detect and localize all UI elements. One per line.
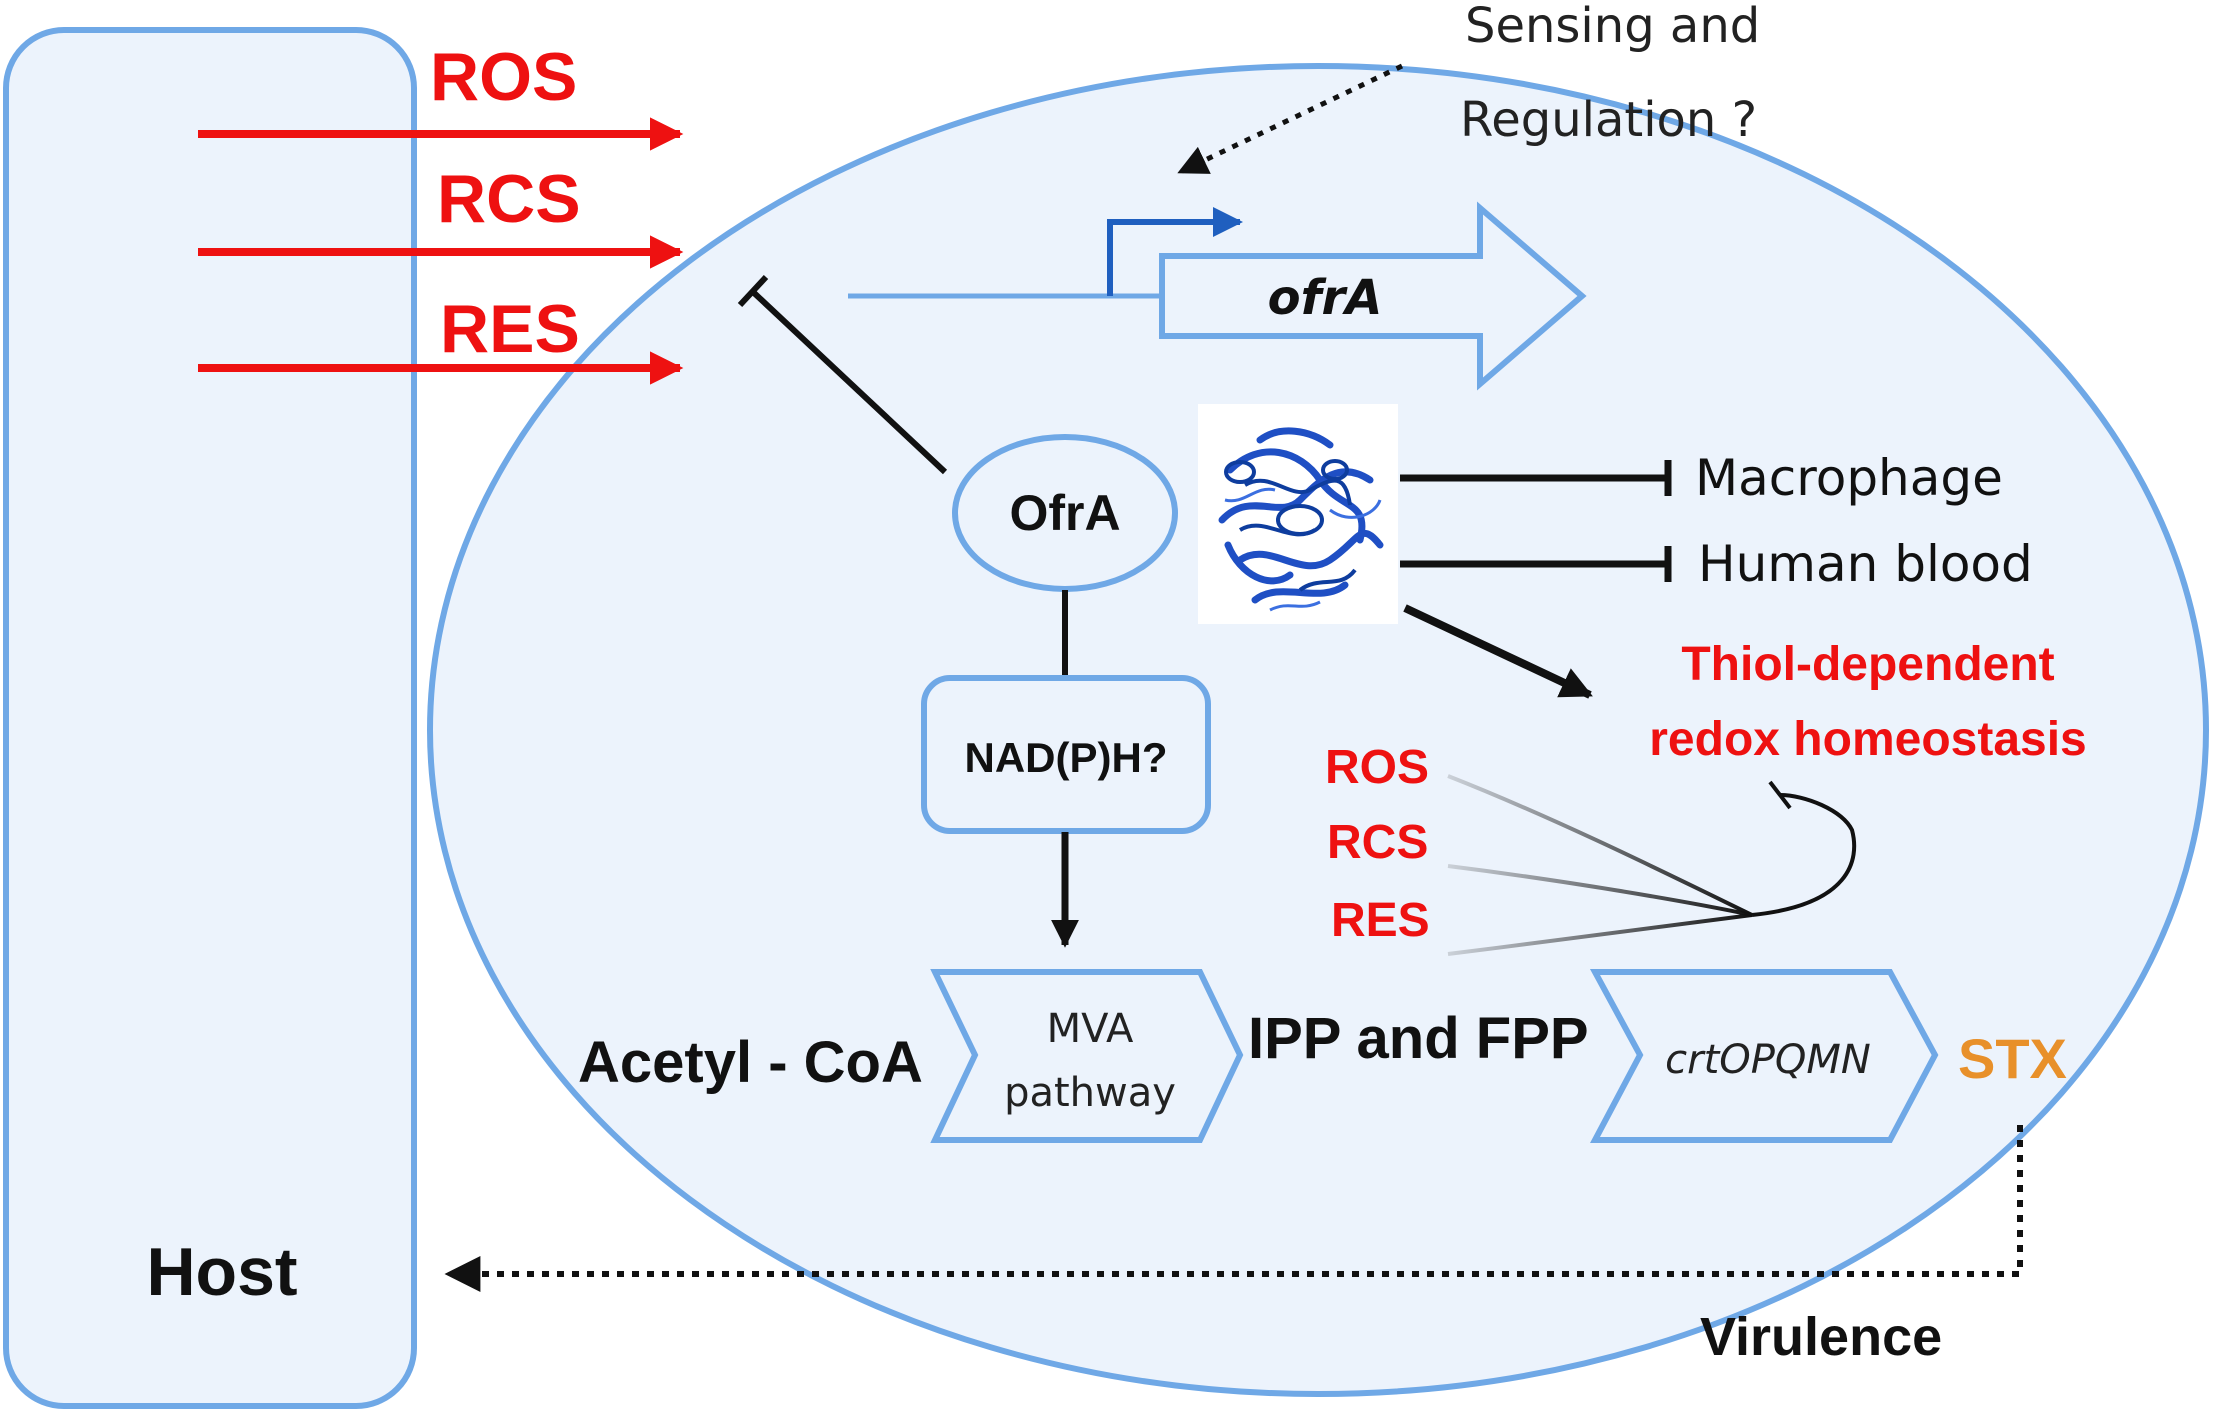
ofra-inhibition-bar [737, 274, 769, 308]
homeostasis-label-line2: redox homeostasis [1649, 713, 2086, 766]
internal-ros-line [1447, 774, 1753, 917]
stx-label: STX [1958, 1027, 2067, 1090]
ofra-inhibition-line [749, 288, 948, 475]
crt-genes-label: crtOPQMN [1665, 1037, 1871, 1083]
virulence-label: Virulence [1700, 1307, 1942, 1367]
ipp-fpp-label: IPP and FPP [1248, 1006, 1589, 1071]
nadph-label: NAD(P)H? [965, 734, 1168, 781]
virulence-dotted-arrow [444, 1125, 2023, 1292]
macrophage-label: Macrophage [1695, 449, 2003, 507]
internal-ros-label: ROS [1325, 741, 1429, 794]
promoter-arrow [1107, 207, 1243, 296]
crt-chevron [1589, 969, 1939, 1143]
external-res-label: RES [440, 291, 580, 367]
host-box [3, 27, 417, 1409]
host-label: Host [146, 1234, 297, 1310]
homeostasis-label-line1: Thiol-dependent [1681, 638, 2054, 691]
ofra-protein-label: OfrA [1009, 485, 1120, 541]
ofra-gene-label: ofrA [1268, 270, 1383, 326]
mva-label-line2: pathway [1004, 1070, 1176, 1116]
protein-structure-icon [1198, 404, 1398, 624]
homeostasis-arrow [1403, 604, 1593, 699]
internal-inhibition-bar [1768, 780, 1792, 810]
internal-rcs-line [1447, 864, 1753, 917]
ofra-gene-arrow [1159, 201, 1587, 391]
internal-inhibition-curve [1751, 793, 1857, 917]
mva-chevron [930, 969, 1244, 1143]
acetyl-coa-label: Acetyl - CoA [578, 1030, 923, 1095]
internal-res-label: RES [1331, 894, 1430, 947]
internal-res-line [1447, 913, 1753, 956]
blood-label: Human blood [1698, 535, 2033, 593]
internal-rcs-label: RCS [1327, 816, 1428, 869]
external-ros-label: ROS [430, 39, 577, 115]
sensing-label-line2: Regulation ? [1460, 92, 1757, 148]
sensing-label-line1: Sensing and [1465, 0, 1760, 54]
mva-label-line1: MVA [1047, 1006, 1134, 1052]
nadph-box [921, 675, 1211, 834]
ofra-protein [952, 434, 1178, 592]
external-rcs-label: RCS [437, 161, 581, 237]
